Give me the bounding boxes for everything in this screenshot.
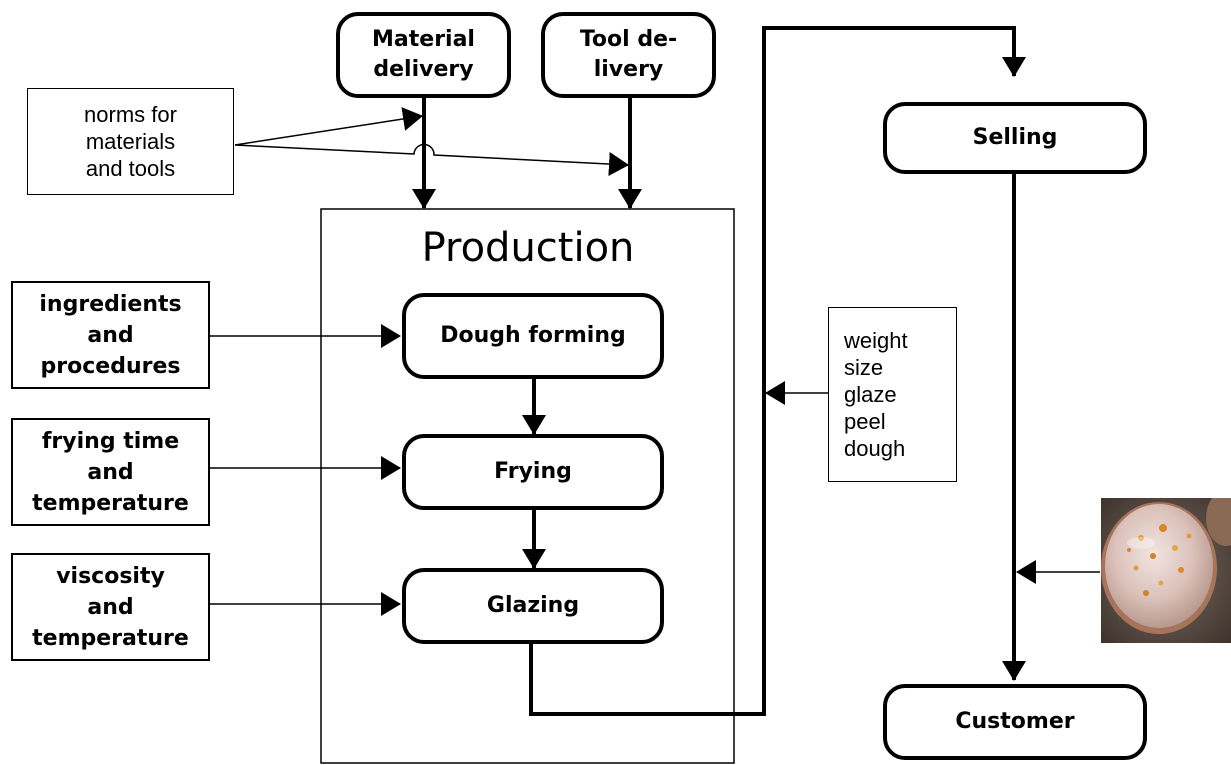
norms-note-line-1: norms for [84, 102, 177, 127]
tool-delivery-box: Tool de- livery [541, 12, 716, 98]
tool-delivery-line-2: livery [593, 57, 664, 82]
production-container [320, 208, 735, 764]
customer-label: Customer [955, 709, 1075, 734]
step-frying: Frying [402, 434, 664, 510]
norms-to-tool-arrow [234, 143, 629, 177]
step-glazing: Glazing [402, 568, 664, 644]
quality-check-dough: dough [844, 436, 906, 461]
glazing-to-selling-path [529, 26, 1026, 716]
customer-box: Customer [883, 684, 1147, 760]
quality-check-size: size [844, 355, 884, 380]
step-glazing-label: Glazing [486, 593, 580, 618]
glazed-donut-photo [1101, 498, 1231, 643]
input-2-line-1: frying time [41, 428, 180, 454]
quality-check-weight: weight [844, 328, 908, 353]
selling-label: Selling [972, 125, 1058, 150]
input-2-line-2: and [87, 459, 134, 485]
input-ingredients-procedures: ingredients and procedures [11, 281, 210, 389]
step-frying-label: Frying [494, 459, 572, 484]
selling-box: Selling [883, 102, 1147, 174]
quality-checks-note: weight size glaze peel dough [828, 307, 957, 482]
input-1-line-3: procedures [40, 353, 181, 379]
input-3-line-2: and [87, 594, 134, 620]
input-viscosity-temperature: viscosity and temperature [11, 553, 210, 661]
step-dough-forming-label: Dough forming [440, 323, 626, 348]
production-title: Production [421, 225, 635, 271]
tool-delivery-line-1: Tool de- [579, 27, 678, 52]
input-2-line-3: temperature [32, 490, 189, 516]
input-1-line-2: and [87, 322, 134, 348]
material-delivery-line-1: Material [372, 27, 475, 52]
norms-note-line-2: materials [85, 129, 176, 154]
norms-to-material-arrow [234, 107, 423, 146]
quality-check-glaze: glaze [844, 382, 897, 407]
material-delivery-box: Material delivery [336, 12, 511, 98]
norms-note-line-3: and tools [85, 156, 176, 181]
material-delivery-line-2: delivery [373, 57, 474, 82]
input-3-line-3: temperature [32, 625, 189, 651]
step-dough-forming: Dough forming [402, 293, 664, 379]
input-3-line-1: viscosity [56, 563, 165, 589]
input-frying-time-temperature: frying time and temperature [11, 418, 210, 526]
norms-note: norms for materials and tools [27, 88, 234, 195]
input-1-line-1: ingredients [39, 291, 182, 317]
quality-check-peel: peel [844, 409, 886, 434]
